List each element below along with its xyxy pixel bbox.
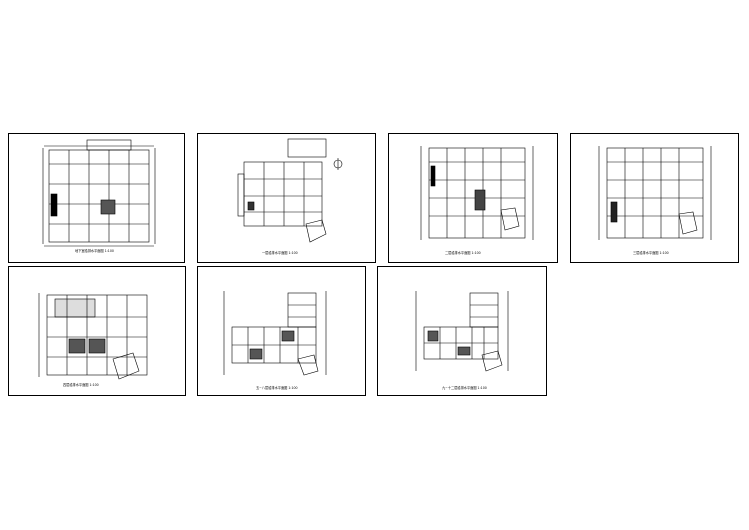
drawing-sheet-5[interactable]: 四层给排水平面图 1:100 [8,266,186,396]
floor-plan-7 [415,291,509,372]
sheet-4-caption: 三层给排水平面图 1:100 [633,251,669,255]
drawing-sheet-1[interactable]: 地下室给排水平面图 1:100 [8,133,185,263]
sheet-7-caption: 九~十二层给排水平面图 1:100 [442,386,487,390]
sheet-1-caption: 地下室给排水平面图 1:100 [75,249,114,253]
floor-plan-5 [38,293,148,380]
sheet-3-caption: 二层给排水平面图 1:100 [445,251,481,255]
floor-plan-3 [420,146,534,240]
drawing-sheet-3[interactable]: 二层给排水平面图 1:100 [388,133,558,263]
drawing-sheet-2[interactable]: 一层给排水平面图 1:100 [197,133,376,263]
floor-plan-1 [42,139,156,247]
sheet-6-caption: 五~八层给排水平面图 1:100 [256,386,298,390]
floor-plan-6 [223,291,327,376]
sheet-5-caption: 四层给排水平面图 1:100 [63,383,99,387]
sheet-2-caption: 一层给排水平面图 1:100 [262,251,298,255]
drawing-sheet-4[interactable]: 三层给排水平面图 1:100 [570,133,739,263]
drawing-sheet-6[interactable]: 五~八层给排水平面图 1:100 [197,266,366,396]
drawing-sheet-7[interactable]: 九~十二层给排水平面图 1:100 [377,266,547,396]
floor-plan-2 [237,138,343,243]
floor-plan-4 [598,146,712,240]
